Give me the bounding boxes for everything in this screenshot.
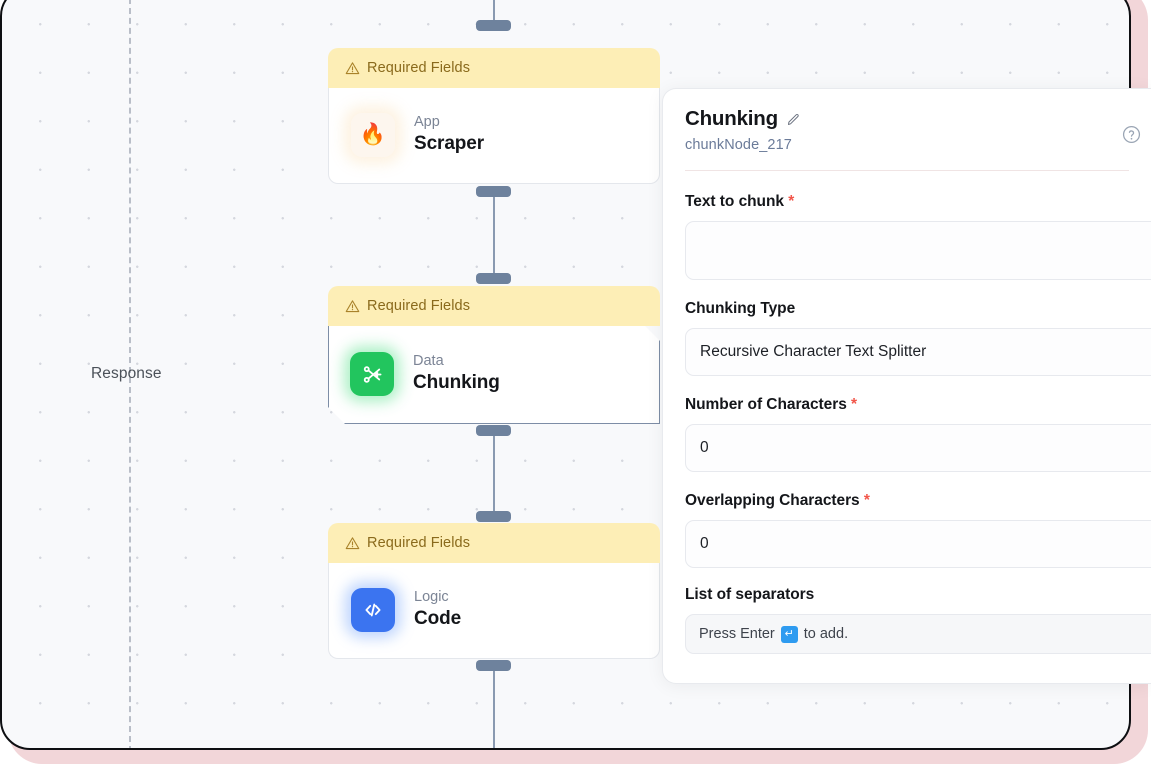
node-text-group: Data Chunking [413, 352, 500, 396]
panel-divider [685, 170, 1129, 171]
node-warning-banner: Required Fields [328, 523, 660, 563]
number-of-characters-input[interactable] [685, 424, 1151, 472]
panel-title-row: Chunking [685, 107, 1129, 131]
connector-line-bottom [492, 666, 495, 748]
node-title-label: Chunking [413, 372, 500, 394]
node-config-panel: Chunking chunkNode_217 Text to chunk * [662, 88, 1151, 684]
flow-node-code[interactable]: Required Fields Logic Code [328, 523, 660, 659]
flame-icon-glyph: 🔥 [359, 122, 387, 146]
panel-title: Chunking [685, 107, 778, 130]
field-label-text: Chunking Type [685, 300, 796, 317]
node-warning-label: Required Fields [367, 535, 471, 551]
separators-hint-after: to add. [803, 626, 849, 642]
code-brackets-icon-glyph [365, 603, 381, 616]
field-label: List of separators [685, 586, 1129, 604]
question-circle-icon[interactable] [1122, 125, 1141, 144]
scissors-icon [350, 352, 394, 396]
node-warning-banner: Required Fields [328, 48, 660, 88]
connector-handle-code-in[interactable] [476, 511, 511, 522]
node-title-label: Scraper [414, 132, 485, 154]
pencil-icon[interactable] [786, 112, 801, 127]
scissors-icon-glyph [363, 365, 381, 383]
panel-header: Chunking chunkNode_217 [663, 89, 1151, 153]
required-asterisk: * [783, 193, 795, 210]
chunking-type-select[interactable] [685, 328, 1151, 376]
node-kind-label: Logic [414, 588, 449, 605]
field-label: Number of Characters * [685, 396, 1129, 414]
panel-form: Text to chunk * Chunking Type Number of … [663, 193, 1151, 654]
warning-triangle-icon [345, 299, 360, 312]
node-text-group: Logic Code [414, 588, 461, 632]
connector-handle-code-out[interactable] [476, 660, 511, 671]
connector-line-chunking-code [492, 430, 495, 520]
separators-hint-before: Press Enter [699, 626, 775, 642]
field-label: Text to chunk * [685, 193, 1129, 211]
field-overlapping-characters: Overlapping Characters * [685, 492, 1151, 568]
code-brackets-icon [351, 587, 395, 632]
canvas-vertical-divider [129, 0, 131, 748]
connector-line-scraper-chunking [492, 191, 495, 281]
field-label: Overlapping Characters * [685, 492, 1129, 510]
text-to-chunk-input[interactable] [685, 221, 1151, 280]
connector-line-top [492, 0, 495, 20]
field-number-of-characters: Number of Characters * [685, 396, 1151, 472]
required-asterisk: * [846, 396, 858, 413]
node-warning-label: Required Fields [367, 298, 471, 314]
node-kind-label: App [414, 113, 440, 130]
warning-triangle-icon [345, 61, 360, 74]
flame-icon: 🔥 [351, 112, 395, 157]
panel-node-id: chunkNode_217 [685, 137, 792, 153]
node-title-label: Code [414, 607, 462, 629]
connector-handle-scraper-out[interactable] [476, 186, 511, 197]
connector-handle-scraper-in[interactable] [476, 20, 511, 31]
field-label: Chunking Type [685, 300, 1129, 318]
node-warning-label: Required Fields [367, 60, 471, 76]
node-kind-label: Data [413, 353, 444, 370]
flow-node-chunking[interactable]: Required Fields Data Chunking [328, 286, 660, 424]
connector-handle-chunking-in[interactable] [476, 273, 511, 284]
field-label-text: Text to chunk [685, 193, 784, 210]
flow-node-scraper[interactable]: Required Fields 🔥 App Scraper [328, 48, 660, 184]
field-label-text: List of separators [685, 586, 815, 603]
node-body[interactable]: Logic Code [328, 561, 660, 659]
separators-input[interactable]: Press Enter ↵ to add. [685, 614, 1151, 654]
enter-key-badge: ↵ [780, 625, 798, 643]
field-label-text: Number of Characters [685, 396, 847, 413]
node-text-group: App Scraper [414, 113, 484, 157]
required-asterisk: * [859, 492, 870, 509]
response-label: Response [91, 365, 162, 382]
field-chunking-type: Chunking Type [685, 300, 1151, 376]
node-warning-banner: Required Fields [328, 286, 660, 326]
warning-triangle-icon [345, 536, 360, 549]
field-label-text: Overlapping Characters [685, 492, 860, 509]
connector-handle-chunking-out[interactable] [476, 425, 511, 436]
field-list-of-separators: List of separators Press Enter ↵ to add. [685, 586, 1151, 654]
node-body[interactable]: 🔥 App Scraper [328, 86, 660, 184]
field-text-to-chunk: Text to chunk * [685, 193, 1151, 280]
node-body[interactable]: Data Chunking [328, 324, 660, 424]
overlapping-characters-input[interactable] [685, 520, 1151, 568]
